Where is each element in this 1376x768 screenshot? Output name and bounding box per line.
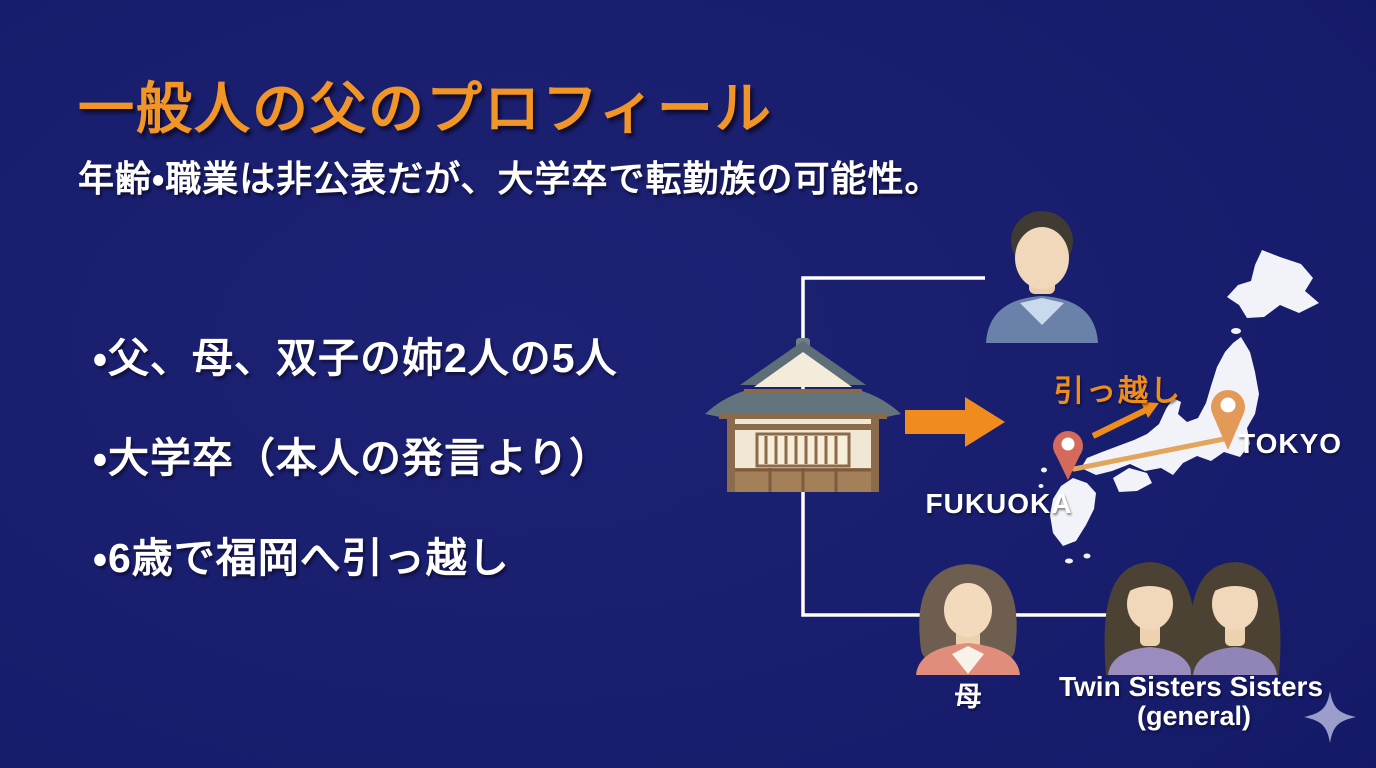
twins-label: Twin Sisters Sisters <box>1058 671 1324 702</box>
traditional-japanese-house-icon <box>705 338 901 492</box>
mother-label: 母 <box>954 682 982 712</box>
sparkle-icon <box>1304 691 1356 743</box>
bullet-family-members: ・父、母、双子の姉2人の5人 <box>93 335 618 381</box>
bullet-list: ・父、母、双子の姉2人の5人 ・大学卒（本人の発言より） ・6歳で福岡へ引っ越し <box>93 334 618 634</box>
bullet-education: ・大学卒（本人の発言より） <box>93 435 612 481</box>
twins-sublabel: (general) <box>1136 701 1252 731</box>
bullet-relocation: ・6歳で福岡へ引っ越し <box>93 535 510 581</box>
mother-avatar-icon <box>916 564 1020 675</box>
relocation-arrow-icon <box>1091 402 1159 439</box>
fukuoka-map-pin-icon <box>1053 431 1083 480</box>
fukuoka-label: FUKUOKA <box>925 488 1073 519</box>
twin-sister-avatar-2 <box>1189 562 1281 675</box>
subtitle: 年齢・職業は非公表だが、大学卒で転勤族の可能性。 <box>78 158 942 199</box>
relocation-label: 引っ越し <box>1054 375 1182 408</box>
right-arrow-icon <box>905 397 1005 447</box>
page-title: 一般人の父のプロフィール <box>78 77 773 140</box>
father-avatar-icon <box>986 211 1098 343</box>
tokyo-label: TOKYO <box>1238 428 1343 459</box>
route-line <box>1071 436 1227 472</box>
tokyo-map-pin-icon <box>1211 390 1245 450</box>
twin-sister-avatar-1 <box>1104 562 1196 675</box>
